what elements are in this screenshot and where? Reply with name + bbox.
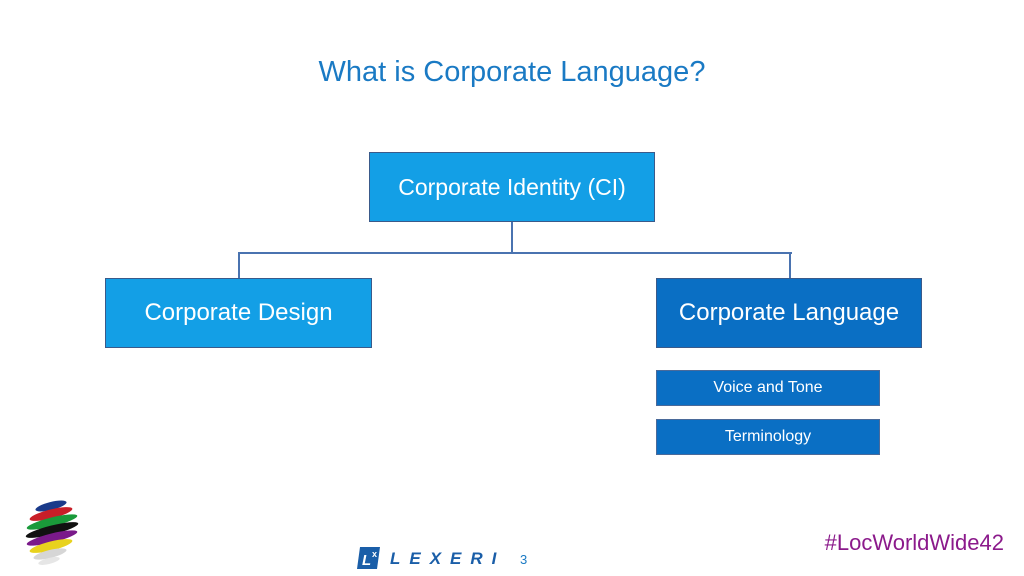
voice-and-tone-box: Voice and Tone bbox=[656, 370, 880, 406]
connector-root-down bbox=[511, 222, 513, 254]
brand-mark: L bbox=[362, 552, 371, 569]
striped-globe-logo-icon bbox=[25, 500, 79, 565]
corporate-design-label: Corporate Design bbox=[144, 299, 333, 326]
event-hashtag: #LocWorldWide42 bbox=[824, 530, 1004, 555]
page-number: 3 bbox=[520, 552, 528, 567]
corporate-identity-label: Corporate Identity (CI) bbox=[398, 173, 626, 200]
terminology-box: Terminology bbox=[656, 419, 880, 455]
terminology-label: Terminology bbox=[724, 428, 812, 445]
connector-left-down bbox=[238, 252, 240, 278]
corporate-identity-box: Corporate Identity (CI) bbox=[369, 152, 655, 222]
brand-wordmark: LEXERI bbox=[390, 549, 506, 568]
slide-title: What is Corporate Language? bbox=[318, 56, 706, 88]
corporate-language-box: Corporate Language bbox=[656, 278, 922, 348]
lexeri-logo-icon: L x bbox=[357, 547, 380, 569]
voice-and-tone-label: Voice and Tone bbox=[713, 379, 823, 396]
brand-mark-sup: x bbox=[372, 549, 377, 559]
connector-right-down bbox=[789, 252, 791, 278]
connector-horizontal bbox=[238, 252, 792, 254]
corporate-language-label: Corporate Language bbox=[678, 299, 900, 326]
corporate-design-box: Corporate Design bbox=[105, 278, 372, 348]
